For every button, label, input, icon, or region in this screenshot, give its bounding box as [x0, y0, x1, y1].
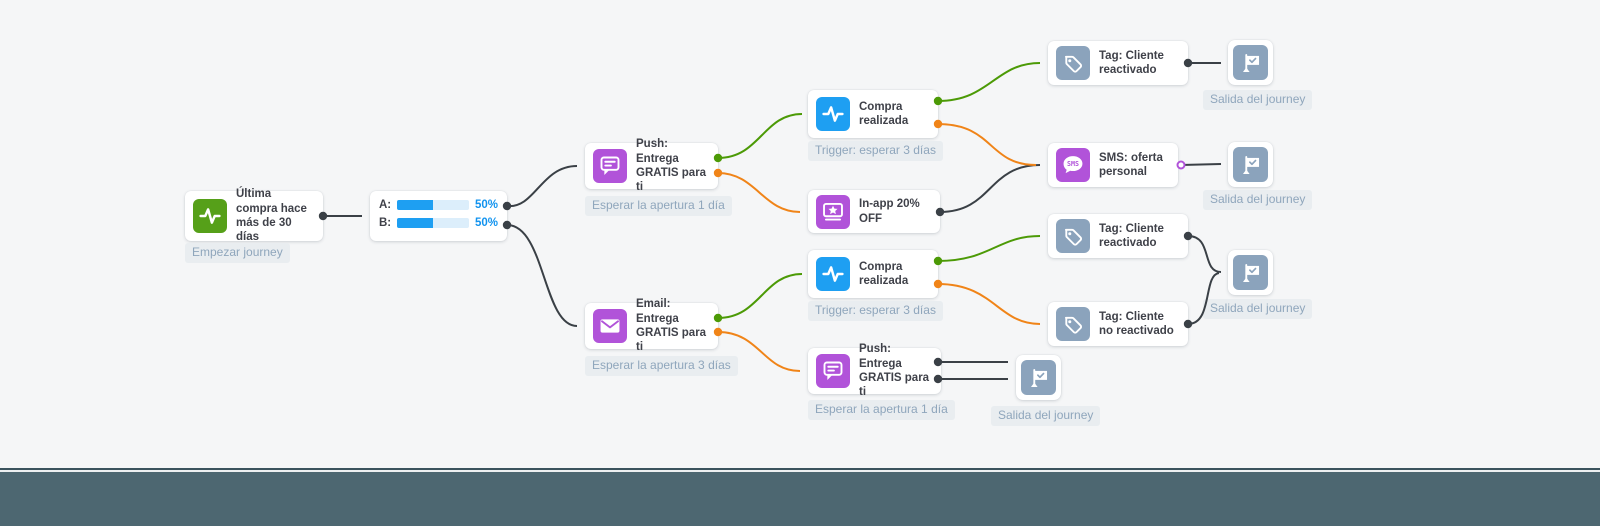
exit-top-label: Salida del journey	[1203, 90, 1313, 110]
svg-text:SMS: SMS	[1067, 160, 1079, 168]
node-title: Tag: Cliente reactivado	[1099, 49, 1164, 76]
footer-divider	[0, 468, 1600, 470]
node-tag-reactivated-top[interactable]: Tag: Cliente reactivado	[1048, 41, 1188, 85]
split-bar-b	[397, 218, 469, 228]
node-title: Compra realizada	[859, 260, 909, 287]
split-percent-b: 50%	[474, 217, 498, 229]
node-compra-bottom[interactable]: Compra realizada	[808, 250, 938, 298]
edge-compra-yes-to-tag	[937, 62, 1041, 102]
node-tag-not-reactivated[interactable]: Tag: Cliente no reactivado	[1048, 302, 1188, 346]
tag-icon	[1056, 307, 1090, 341]
flag-icon	[1233, 147, 1268, 182]
node-title: Compra realizada	[859, 100, 909, 127]
activity-icon	[193, 199, 227, 233]
node-title: Tag: Cliente no reactivado	[1099, 310, 1174, 337]
node-compra-top[interactable]: Compra realizada	[808, 90, 938, 138]
compra-top-trigger-label: Trigger: esperar 3 días	[808, 141, 943, 161]
split-bar-a	[397, 200, 469, 210]
node-ab-split[interactable]: A: 50% B: 50%	[370, 191, 507, 241]
node-tag-reactivated-mid[interactable]: Tag: Cliente reactivado	[1048, 214, 1188, 258]
node-exit-sms[interactable]	[1228, 142, 1273, 187]
footer-divider-gap	[0, 470, 1600, 472]
edge-email-opened-to-compra	[717, 273, 803, 319]
node-exit-bottom[interactable]	[1016, 355, 1061, 400]
node-inapp[interactable]: In-app 20% OFF	[808, 190, 940, 233]
exit-mid-label: Salida del journey	[1203, 299, 1313, 319]
edge-push-opened-to-compra	[717, 113, 803, 159]
push-bottom-wait-label: Esperar la apertura 1 día	[808, 400, 955, 420]
node-title: SMS: oferta personal	[1099, 151, 1163, 178]
connector-dot-hollow	[1176, 160, 1186, 170]
sms-icon: SMS	[1056, 148, 1090, 182]
split-bar-b-fill	[397, 218, 434, 228]
ticket-icon	[816, 194, 850, 229]
split-row-b: B: 50%	[379, 217, 498, 229]
email-wait-label: Esperar la apertura 3 días	[585, 356, 738, 376]
footer-bar	[0, 472, 1600, 526]
node-exit-top[interactable]	[1228, 40, 1273, 85]
edge-split-a-to-push	[506, 165, 578, 208]
node-email[interactable]: Email: Entrega GRATIS para ti	[585, 298, 718, 353]
compra-bottom-trigger-label: Trigger: esperar 3 días	[808, 301, 943, 321]
flag-icon	[1233, 255, 1268, 290]
edge-compra2-no-to-tagno	[937, 283, 1041, 325]
node-title: In-app 20% OFF	[859, 198, 920, 225]
node-title: Email: Entrega GRATIS para ti	[636, 298, 707, 354]
edge-compra2-yes-to-tag	[937, 235, 1041, 262]
split-label-b: B:	[379, 217, 392, 229]
node-push-bottom[interactable]: Push: Entrega GRATIS para ti	[808, 343, 941, 398]
activity-icon	[816, 97, 850, 131]
node-push-top[interactable]: Push: Entrega GRATIS para ti	[585, 138, 718, 193]
node-title: Última compra hace más de 30 días	[236, 188, 307, 244]
edge-tag-mid-to-exit	[1187, 235, 1222, 273]
edge-split-b-to-email	[506, 224, 578, 327]
start-label: Empezar journey	[185, 243, 290, 263]
tag-icon	[1056, 46, 1090, 80]
exit-bottom-label: Salida del journey	[991, 406, 1101, 426]
tag-icon	[1056, 219, 1090, 253]
push-message-icon	[593, 149, 627, 183]
split-label-a: A:	[379, 199, 392, 211]
node-title: Tag: Cliente reactivado	[1099, 222, 1164, 249]
push-top-wait-label: Esperar la apertura 1 día	[585, 196, 732, 216]
split-bar-a-fill	[397, 200, 434, 210]
split-percent-a: 50%	[474, 199, 498, 211]
node-title: Push: Entrega GRATIS para ti	[636, 138, 707, 194]
node-exit-mid[interactable]	[1228, 250, 1273, 295]
exit-sms-label: Salida del journey	[1203, 190, 1313, 210]
split-row-a: A: 50%	[379, 199, 498, 211]
push-message-icon	[816, 354, 850, 388]
node-sms[interactable]: SMS SMS: oferta personal	[1048, 143, 1178, 187]
flag-icon	[1021, 360, 1056, 395]
flag-icon	[1233, 45, 1268, 80]
edge-compra-no-to-sms	[937, 123, 1037, 166]
node-start[interactable]: Última compra hace más de 30 días	[185, 188, 323, 243]
edge-sms-to-exit	[1180, 163, 1222, 166]
edge-inapp-to-sms	[939, 164, 1041, 213]
activity-icon	[816, 257, 850, 291]
email-icon	[593, 309, 627, 343]
node-title: Push: Entrega GRATIS para ti	[859, 343, 930, 399]
